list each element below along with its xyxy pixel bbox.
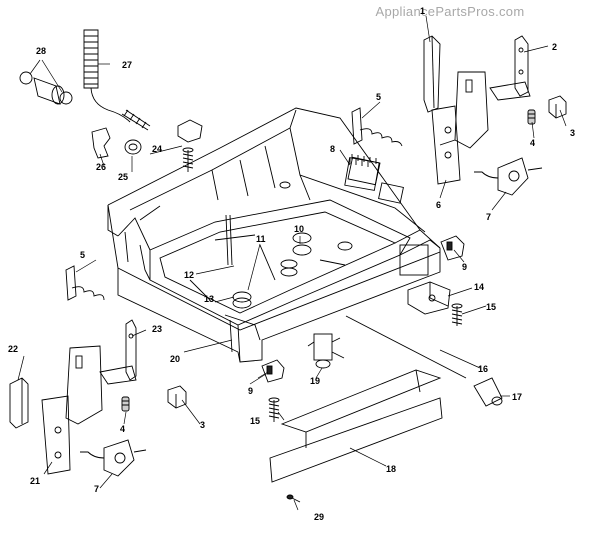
callout-4: 4 bbox=[530, 138, 535, 148]
part-5-spring-left bbox=[65, 265, 105, 301]
callout-9: 9 bbox=[248, 386, 253, 396]
callout-26: 26 bbox=[96, 162, 106, 172]
callout-14: 14 bbox=[474, 282, 484, 292]
part-25-ring bbox=[124, 139, 142, 155]
part-15-screw-left bbox=[268, 397, 280, 422]
callout-4: 4 bbox=[120, 424, 125, 434]
callout-7: 7 bbox=[486, 212, 491, 222]
callout-12: 12 bbox=[184, 270, 194, 280]
part-27-drain-hose bbox=[83, 29, 151, 131]
part-21-side-arm bbox=[41, 345, 103, 475]
part-26-fitting bbox=[91, 127, 111, 159]
part-3-clip-left bbox=[167, 385, 187, 409]
callout-20: 20 bbox=[170, 354, 180, 364]
part-24-screw bbox=[177, 119, 203, 172]
callout-17: 17 bbox=[512, 392, 522, 402]
callout-5: 5 bbox=[80, 250, 85, 260]
part-5-spring-top bbox=[351, 107, 403, 147]
callout-6: 6 bbox=[436, 200, 441, 210]
callout-7: 7 bbox=[94, 484, 99, 494]
callout-22: 22 bbox=[8, 344, 18, 354]
part-9-clip-left bbox=[261, 359, 285, 383]
leader-lines bbox=[17, 15, 567, 511]
callout-1: 1 bbox=[420, 6, 425, 16]
callout-18: 18 bbox=[386, 464, 396, 474]
part-29-screw bbox=[286, 494, 301, 503]
callout-15: 15 bbox=[250, 416, 260, 426]
watermark-text: AppliancePartsPros.com bbox=[375, 4, 525, 19]
part-15-screw-right bbox=[451, 303, 463, 326]
part-16-rod bbox=[345, 315, 467, 379]
callout-15: 15 bbox=[486, 302, 496, 312]
callout-29: 29 bbox=[314, 512, 324, 522]
part-14-bracket bbox=[407, 281, 451, 315]
callout-16: 16 bbox=[478, 364, 488, 374]
callout-10: 10 bbox=[294, 224, 304, 234]
callout-23: 23 bbox=[152, 324, 162, 334]
part-6-side-arm bbox=[431, 71, 489, 185]
callout-11: 11 bbox=[256, 234, 266, 244]
callout-8: 8 bbox=[330, 144, 335, 154]
part-4-spring-left bbox=[121, 396, 130, 412]
part-18-kickplate bbox=[269, 369, 443, 483]
tub-base bbox=[107, 107, 441, 363]
part-3-clip bbox=[548, 95, 567, 119]
part-23-hinge-bracket bbox=[99, 319, 137, 385]
callout-3: 3 bbox=[200, 420, 205, 430]
callout-19: 19 bbox=[310, 376, 320, 386]
part-8-terminal-block bbox=[344, 157, 380, 191]
callout-13: 13 bbox=[204, 294, 214, 304]
callout-labels: 1 2 3 3 4 4 5 5 6 7 7 8 9 9 10 11 12 13 … bbox=[8, 6, 575, 522]
part-22-cover bbox=[9, 377, 29, 429]
callout-27: 27 bbox=[122, 60, 132, 70]
callout-5: 5 bbox=[376, 92, 381, 102]
part-19-valve bbox=[307, 333, 345, 369]
part-7-hinge-cam bbox=[474, 157, 543, 196]
part-9-clip-right bbox=[440, 235, 465, 261]
callout-24: 24 bbox=[152, 144, 162, 154]
callout-21: 21 bbox=[30, 476, 40, 486]
part-17-knob bbox=[473, 377, 503, 407]
part-2-hinge-bracket bbox=[489, 35, 531, 101]
part-4-spring bbox=[527, 109, 536, 125]
part-28-clamps bbox=[19, 71, 73, 105]
callout-9: 9 bbox=[462, 262, 467, 272]
part-1-bracket bbox=[423, 35, 441, 113]
callout-3: 3 bbox=[570, 128, 575, 138]
callout-2: 2 bbox=[552, 42, 557, 52]
callout-28: 28 bbox=[36, 46, 46, 56]
part-7-hinge-cam-left bbox=[80, 439, 147, 477]
callout-25: 25 bbox=[118, 172, 128, 182]
